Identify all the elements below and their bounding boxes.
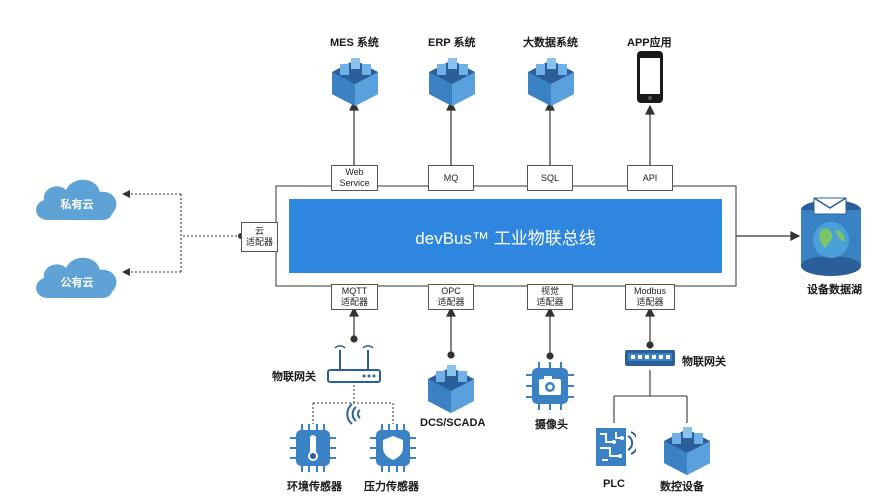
adapter-cloud: 云 适配器 <box>241 222 278 252</box>
adapter-line2: 适配器 <box>245 237 273 247</box>
adapter-line1: 云 <box>254 226 264 236</box>
thermometer-chip-icon <box>290 424 336 472</box>
env-sensor-label: 环境传感器 <box>287 481 342 493</box>
erp-cube-stack-icon <box>429 58 475 106</box>
interface-webservice: Web Service <box>331 165 378 191</box>
adapter-line2: 适配器 <box>437 297 465 307</box>
public-cloud-icon: 公有云 <box>36 257 117 298</box>
adapter-line1: 视觉 <box>540 286 559 296</box>
adapter-mqtt: MQTT 适配器 <box>331 284 378 310</box>
pressure-sensor-label: 压力传感器 <box>364 481 419 493</box>
camera-label: 摄像头 <box>535 419 568 431</box>
adapter-line1: MQTT <box>341 286 368 296</box>
interface-line2: Service <box>339 178 370 188</box>
cloud-connectors <box>128 193 241 273</box>
cloud-connector-ends <box>122 190 244 276</box>
smartphone-icon <box>637 51 663 103</box>
sensor-connectors <box>312 385 394 424</box>
interface-line1: Web <box>345 167 364 177</box>
mes-label: MES 系统 <box>330 37 379 49</box>
wireless-icon <box>346 403 361 425</box>
data-lake-arrow <box>736 231 801 241</box>
interface-line1: MQ <box>443 172 459 183</box>
adapter-modbus: Modbus 适配器 <box>625 284 675 310</box>
interface-mq: MQ <box>428 165 474 191</box>
adapter-line1: Modbus <box>633 286 667 296</box>
iot-gateway-right-label: 物联网关 <box>682 356 726 368</box>
public-cloud-label: 公有云 <box>61 275 94 289</box>
dcs-cube-stack-icon <box>428 365 474 413</box>
interface-sql: SQL <box>527 165 573 191</box>
private-cloud-icon: 私有云 <box>36 179 117 220</box>
camera-chip-icon <box>526 362 574 410</box>
pressure-chip-icon <box>370 424 416 472</box>
iot-gateway-left-label: 物联网关 <box>272 371 316 383</box>
adapter-line2: 适配器 <box>536 297 564 307</box>
private-cloud-label: 私有云 <box>61 197 94 211</box>
plc-connectors <box>613 370 688 423</box>
erp-label: ERP 系统 <box>428 37 476 49</box>
top-arrows <box>349 100 655 165</box>
adapter-opc: OPC 适配器 <box>428 284 474 310</box>
globe-box-icon <box>801 197 861 276</box>
router-icon <box>327 345 381 383</box>
adapter-vision: 视觉 适配器 <box>527 284 573 310</box>
bigdata-label: 大数据系统 <box>523 37 578 49</box>
plc-circuit-icon <box>596 428 636 466</box>
interface-api: API <box>627 165 673 191</box>
plc-label: PLC <box>603 478 625 490</box>
interface-line1: SQL <box>540 172 559 183</box>
network-switch-icon <box>625 350 675 366</box>
adapter-line2: 适配器 <box>340 297 368 307</box>
cnc-label: 数控设备 <box>660 481 704 493</box>
data-lake-label: 设备数据湖 <box>807 284 862 296</box>
mes-cube-stack-icon <box>332 58 378 106</box>
adapter-line2: 适配器 <box>636 297 664 307</box>
bottom-arrows <box>349 306 655 360</box>
interface-line1: API <box>642 172 658 183</box>
app-label: APP应用 <box>627 37 672 49</box>
adapter-line1: OPC <box>441 286 461 296</box>
dcs-scada-label: DCS/SCADA <box>420 417 486 429</box>
bus-title: devBus™ 工业物联总线 <box>415 228 596 248</box>
devbus-bar: devBus™ 工业物联总线 <box>289 199 722 273</box>
bigdata-cube-stack-icon <box>528 58 574 106</box>
cnc-cube-stack-icon <box>664 427 710 475</box>
